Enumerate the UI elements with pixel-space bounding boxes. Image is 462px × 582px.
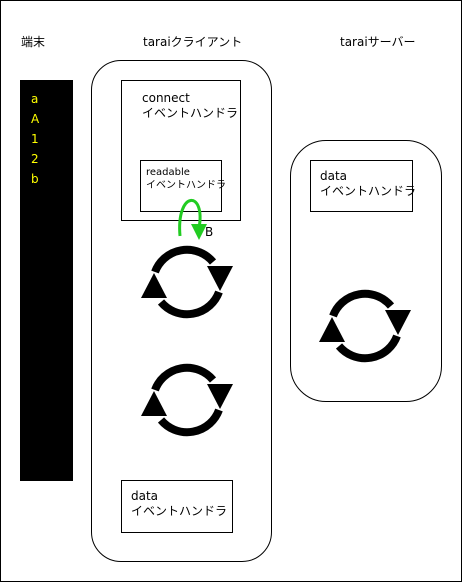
event-loop-icon (141, 368, 233, 432)
terminal-line: a (31, 92, 39, 106)
server-data-handler-subtitle: イベントハンドラ (320, 184, 417, 198)
connect-handler-title: connect (142, 91, 190, 105)
readable-handler-subtitle: イベントハンドラ (146, 179, 226, 191)
server-data-handler-box: data イベントハンドラ (310, 160, 417, 212)
terminal-line: b (31, 172, 39, 186)
server-label: taraiサーバー (340, 35, 416, 49)
terminal-line: A (31, 112, 40, 126)
connect-handler-subtitle: イベントハンドラ (142, 106, 239, 120)
event-loop-icon (319, 294, 411, 358)
terminal-panel: a A 1 2 b (20, 80, 73, 481)
client-data-handler-box: data イベントハンドラ (121, 480, 233, 533)
event-loop-icon (141, 250, 233, 314)
green-arrow (178, 199, 207, 240)
arrow-label: B (205, 225, 214, 239)
server-data-handler-title: data (320, 169, 348, 183)
client-data-handler-title: data (131, 489, 159, 503)
terminal-line: 1 (31, 132, 39, 146)
readable-handler-box: readable イベントハンドラ (140, 160, 226, 212)
readable-handler-title: readable (146, 167, 190, 178)
terminal-label: 端末 (21, 35, 46, 49)
client-data-handler-subtitle: イベントハンドラ (131, 504, 228, 518)
client-label: taraiクライアント (143, 35, 243, 49)
terminal-line: 2 (31, 152, 39, 166)
